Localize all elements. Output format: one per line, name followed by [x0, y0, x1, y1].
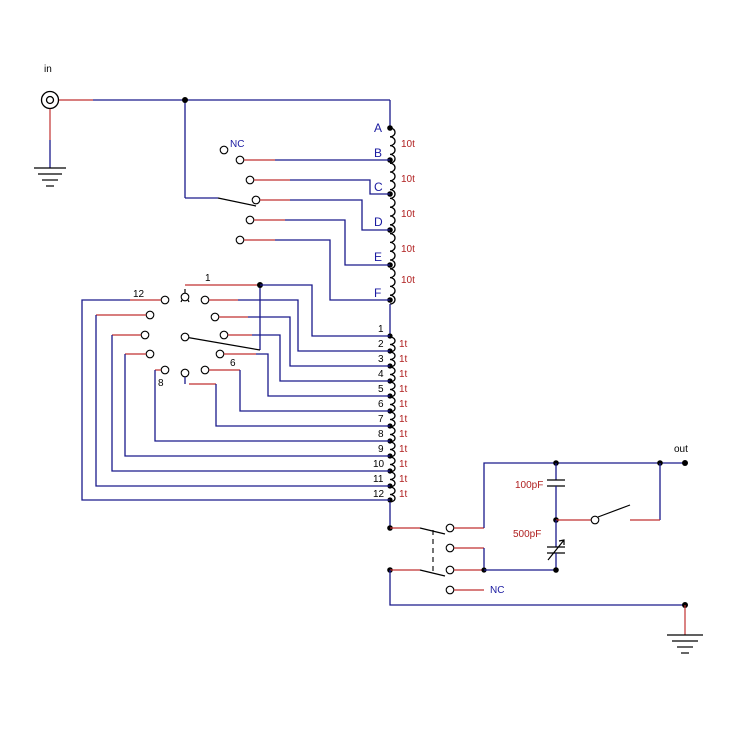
nc-label-top: NC: [230, 139, 244, 150]
tap-label-f: F: [374, 286, 381, 300]
ground-symbol-input: [34, 167, 66, 187]
cap-fixed-label: 100pF: [515, 480, 543, 491]
fine-turns-label: 1t: [399, 354, 408, 365]
cap-variable-label: 500pF: [513, 529, 541, 540]
fine-turns-label: 1t: [399, 384, 408, 395]
tap-label-b: B: [374, 146, 382, 160]
fine-turns-label: 1t: [399, 339, 408, 350]
fine-tap-label-2: 2: [378, 339, 384, 350]
fine-tap-label-8: 8: [378, 429, 384, 440]
fine-tap-label-7: 7: [378, 414, 384, 425]
input-connector: [40, 90, 93, 168]
fine-turns-label: 1t: [399, 429, 408, 440]
rotary-tap-switch: [81, 282, 390, 501]
coarse-turns-label: 10t: [401, 174, 415, 185]
fine-turns-label: 1t: [399, 459, 408, 470]
ground-symbol-output: [667, 634, 703, 654]
tap-label-a: A: [374, 121, 382, 135]
nc-label-bottom: NC: [490, 585, 504, 596]
input-bus: [93, 97, 391, 207]
rotary-position-1: 1: [205, 273, 211, 284]
tap-label-e: E: [374, 250, 382, 264]
fine-tap-label-1: 1: [378, 324, 384, 335]
coarse-turns-label: 10t: [401, 275, 415, 286]
fine-turns-label: 1t: [399, 474, 408, 485]
fine-tap-label-9: 9: [378, 444, 384, 455]
rotary-position-8: 8: [158, 378, 164, 389]
rotary-position-12: 12: [133, 289, 145, 300]
fine-tap-label-3: 3: [378, 354, 384, 365]
fine-coil: [387, 333, 396, 528]
ganged-switch: [387, 523, 484, 595]
coarse-tap-switch: [219, 145, 390, 301]
fine-tap-label-12: 12: [373, 489, 385, 500]
fine-tap-label-10: 10: [373, 459, 385, 470]
fine-turns-label: 1t: [399, 399, 408, 410]
fine-turns-label: 1t: [399, 369, 408, 380]
fine-tap-label-11: 11: [373, 474, 384, 485]
tap-label-c: C: [374, 180, 383, 194]
coarse-turns-label: 10t: [401, 139, 415, 150]
rotary-position-6: 6: [230, 358, 236, 369]
output-label: out: [674, 444, 688, 455]
coarse-turns-label: 10t: [401, 244, 415, 255]
tap-label-d: D: [374, 215, 383, 229]
fine-tap-label-6: 6: [378, 399, 384, 410]
coarse-turns-label: 10t: [401, 209, 415, 220]
fine-turns-label: 1t: [399, 444, 408, 455]
coarse-coil: [387, 125, 396, 336]
fine-turns-label: 1t: [399, 489, 408, 500]
fine-tap-label-4: 4: [378, 369, 384, 380]
fine-tap-label-5: 5: [378, 384, 384, 395]
input-label: in: [44, 64, 52, 75]
output-network: [389, 460, 688, 635]
fine-turns-label: 1t: [399, 414, 408, 425]
